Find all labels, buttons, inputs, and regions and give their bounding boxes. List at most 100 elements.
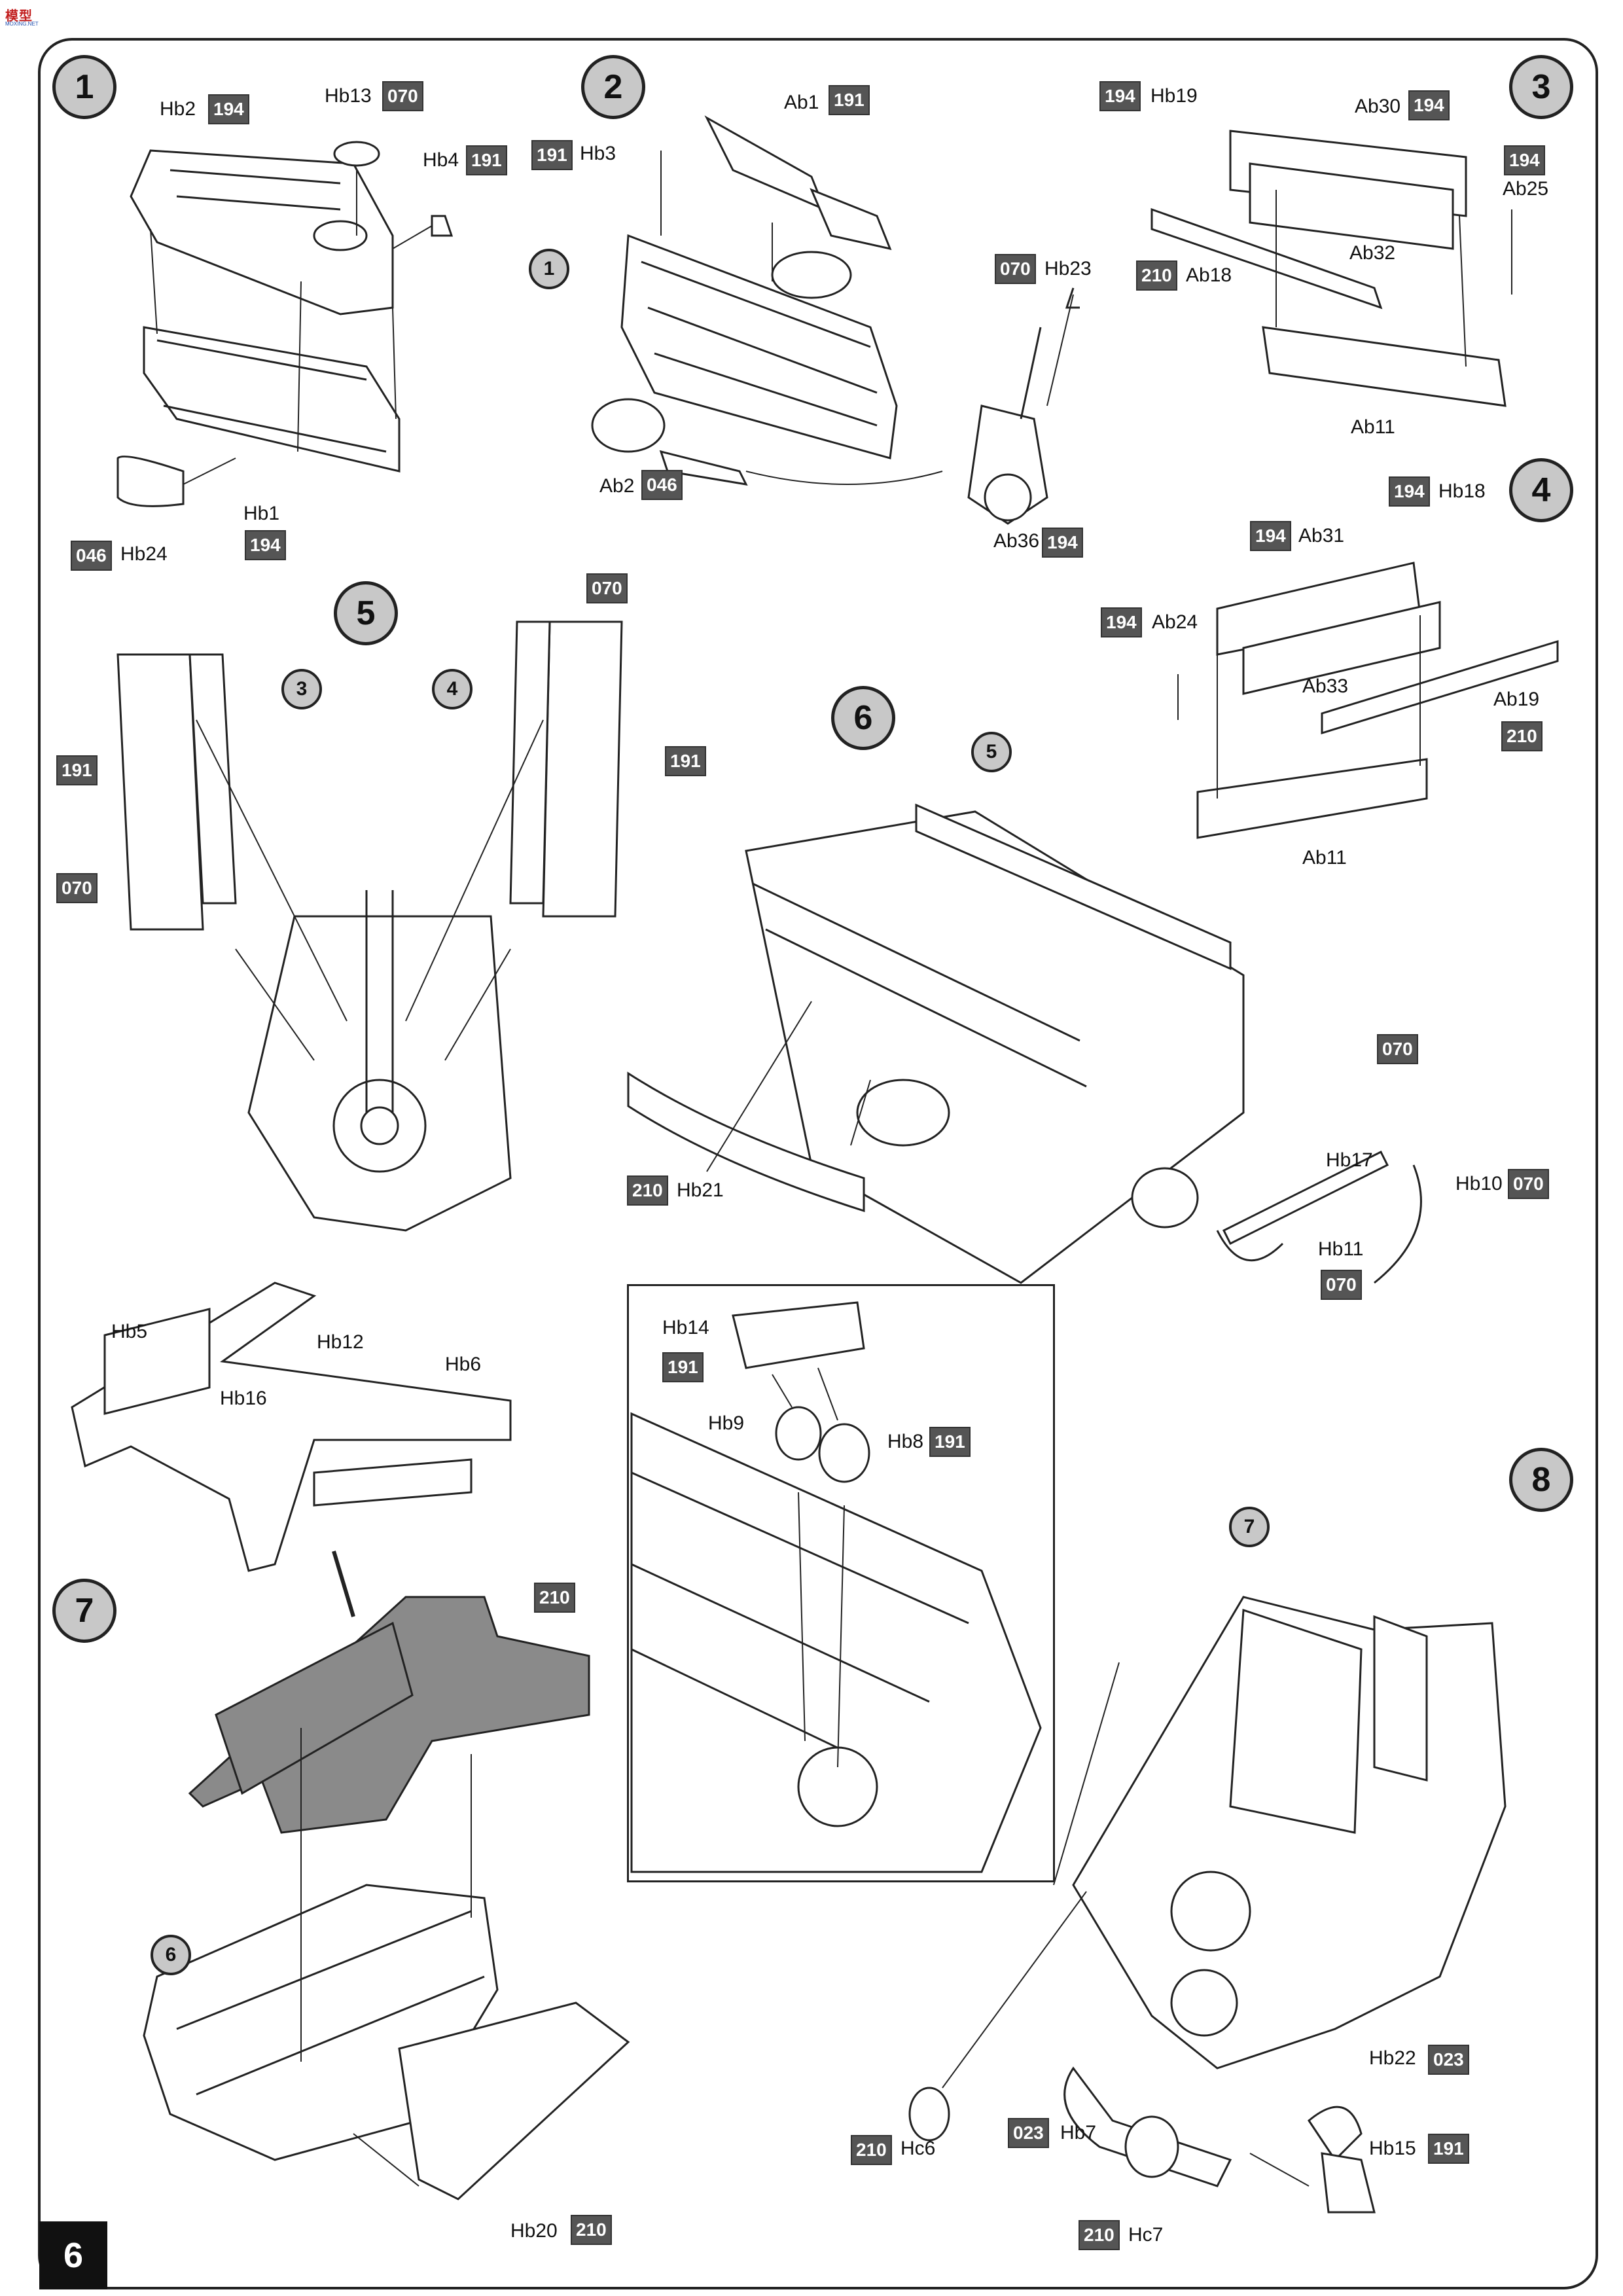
paint-code-hb11: 070 — [1321, 1270, 1362, 1300]
paint-code-hb24: 046 — [71, 541, 112, 571]
part-label-hb17: Hb17 — [1326, 1149, 1373, 1171]
part-label-hb21: Hb21 — [677, 1179, 724, 1201]
subassembly-3-ref: 3 — [281, 669, 322, 709]
part-label-hb7: Hb7 — [1060, 2122, 1097, 2144]
step7-drawing — [71, 1282, 630, 2200]
part-label-hb23: Hb23 — [1044, 258, 1092, 279]
paint-code-hb15: 191 — [1428, 2134, 1469, 2164]
paint-code-hc6: 210 — [851, 2135, 892, 2165]
step2-drawing — [591, 115, 1080, 525]
paint-code-hb23: 070 — [995, 254, 1036, 284]
part-label-hb2: Hb2 — [160, 98, 196, 120]
part-label-hb18: Hb18 — [1438, 480, 1486, 502]
paint-code-ab19: 210 — [1501, 721, 1543, 751]
step6-drawing — [627, 803, 1422, 1284]
part-label-hb22: Hb22 — [1369, 2047, 1416, 2069]
paint-code-hb20: 210 — [571, 2215, 612, 2245]
step-2-marker: 2 — [581, 55, 645, 119]
paint-code-ab25: 194 — [1504, 145, 1545, 175]
part-label-hc6: Hc6 — [901, 2138, 936, 2159]
step1-drawing — [116, 141, 454, 507]
subassembly-7-ref: 7 — [1229, 1507, 1270, 1547]
step-4-marker: 4 — [1509, 458, 1573, 522]
part-label-ab24: Ab24 — [1152, 611, 1198, 633]
part-label-ab32: Ab32 — [1349, 242, 1396, 264]
part-label-ab25: Ab25 — [1503, 178, 1549, 200]
step5-drawing — [116, 620, 623, 1232]
part-label-ab30: Ab30 — [1355, 96, 1401, 117]
part-label-hb12: Hb12 — [317, 1331, 364, 1353]
part-label-hc7: Hc7 — [1128, 2224, 1164, 2246]
paint-code-step5-top: 070 — [586, 573, 628, 603]
part-label-hb19: Hb19 — [1150, 85, 1198, 107]
paint-code-hb14: 191 — [662, 1352, 704, 1382]
step-5-marker: 5 — [334, 581, 398, 645]
logo-subtext: MOXING.NET — [5, 21, 39, 27]
part-label-ab33: Ab33 — [1302, 675, 1349, 697]
paint-code-ab36: 194 — [1042, 528, 1083, 558]
paint-code-hb7: 023 — [1008, 2118, 1049, 2148]
subassembly-1-ref: 1 — [529, 249, 569, 289]
part-label-ab36: Ab36 — [993, 530, 1040, 552]
step-7-marker: 7 — [52, 1579, 116, 1643]
part-label-hb1: Hb1 — [243, 503, 280, 524]
part-label-hb10: Hb10 — [1455, 1173, 1503, 1194]
paint-code-hb13: 070 — [382, 81, 423, 111]
part-label-hb9: Hb9 — [708, 1412, 745, 1434]
subassembly-6-ref: 6 — [151, 1935, 191, 1975]
part-label-hb16: Hb16 — [220, 1388, 267, 1409]
paint-code-frame-step7: 210 — [534, 1583, 575, 1613]
paint-code-hb8: 191 — [929, 1427, 971, 1457]
part-label-hb20: Hb20 — [510, 2220, 558, 2242]
step-1-marker: 1 — [52, 55, 116, 119]
part-label-hb3: Hb3 — [580, 143, 616, 164]
paint-code-ab31: 194 — [1250, 521, 1291, 551]
step3-drawing — [1150, 130, 1512, 407]
publisher-logo: 模型 MOXING.NET — [5, 5, 46, 27]
part-label-ab2: Ab2 — [599, 475, 635, 497]
part-label-hb4: Hb4 — [423, 149, 459, 171]
step4-drawing — [1177, 562, 1559, 839]
subassembly-4-ref: 4 — [432, 669, 473, 709]
paint-code-hb17: 070 — [1377, 1034, 1418, 1064]
paint-code-hb4: 191 — [466, 145, 507, 175]
paint-code-hb1: 194 — [245, 530, 286, 560]
part-label-hb15: Hb15 — [1369, 2138, 1416, 2159]
paint-code-ab18: 210 — [1136, 260, 1177, 291]
paint-code-ab24: 194 — [1101, 607, 1142, 637]
paint-code-hb21: 210 — [627, 1175, 668, 1206]
part-label-hb5: Hb5 — [111, 1321, 148, 1342]
paint-code-hb3: 191 — [531, 140, 573, 170]
paint-code-step5-left: 191 — [56, 755, 98, 785]
inset-drawing — [630, 1301, 1042, 1873]
part-label-ab18: Ab18 — [1186, 264, 1232, 286]
part-label-hb8: Hb8 — [887, 1431, 924, 1452]
part-label-ab11-step3: Ab11 — [1351, 416, 1395, 438]
part-label-hb6: Hb6 — [445, 1354, 482, 1375]
part-label-ab11-step4: Ab11 — [1302, 847, 1347, 869]
paint-code-ab1: 191 — [829, 85, 870, 115]
paint-code-hb2: 194 — [208, 94, 249, 124]
step8-drawing — [908, 1596, 1507, 2214]
step-8-marker: 8 — [1509, 1448, 1573, 1512]
part-label-ab31: Ab31 — [1298, 525, 1345, 547]
paint-code-step5-left-lower: 070 — [56, 873, 98, 903]
subassembly-5-ref: 5 — [971, 732, 1012, 772]
page-number: 6 — [39, 2221, 107, 2289]
part-label-hb13: Hb13 — [325, 85, 372, 107]
paint-code-hc7: 210 — [1079, 2220, 1120, 2250]
part-label-ab1: Ab1 — [784, 92, 819, 113]
detail-inset-frame — [627, 1284, 1055, 1882]
step-3-marker: 3 — [1509, 55, 1573, 119]
paint-code-ab30: 194 — [1408, 90, 1450, 120]
step-6-marker: 6 — [831, 686, 895, 750]
part-label-hb14: Hb14 — [662, 1317, 709, 1338]
part-label-hb11: Hb11 — [1318, 1238, 1364, 1260]
paint-code-hb18: 194 — [1389, 476, 1430, 507]
part-label-ab19: Ab19 — [1493, 689, 1540, 710]
paint-code-hb19: 194 — [1099, 81, 1141, 111]
logo-text: 模型 — [5, 9, 33, 24]
page-frame — [38, 38, 1598, 2289]
paint-code-hb22: 023 — [1428, 2045, 1469, 2075]
